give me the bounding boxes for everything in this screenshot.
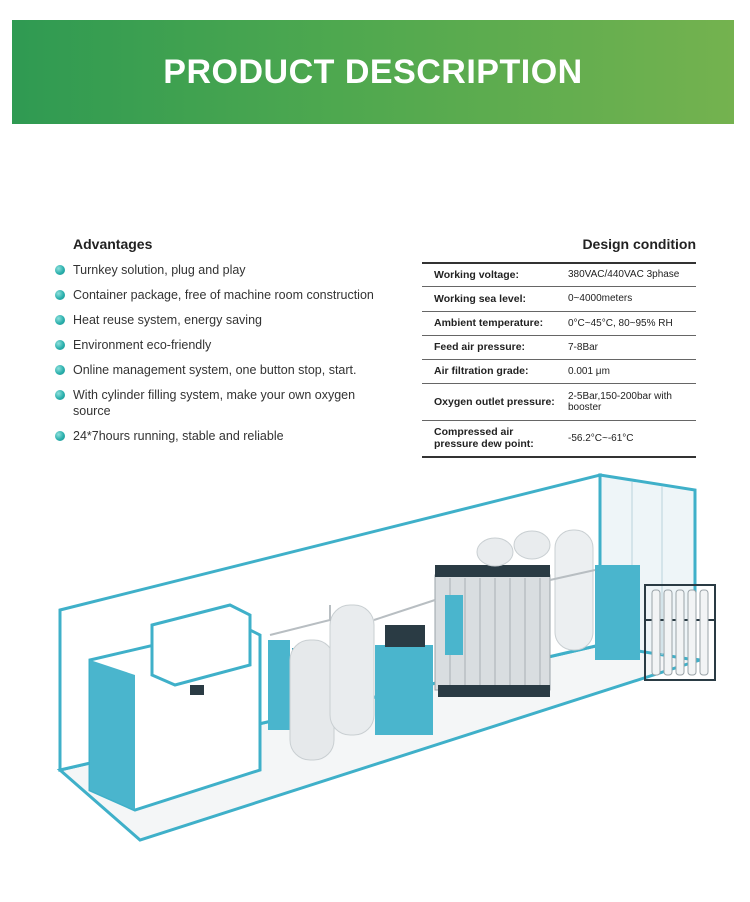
list-item: Heat reuse system, energy saving: [55, 312, 395, 328]
spec-value: 7-8Bar: [560, 335, 696, 360]
bullet-icon: [55, 431, 65, 441]
list-item: Turnkey solution, plug and play: [55, 262, 395, 278]
bullet-icon: [55, 340, 65, 350]
spec-key: Feed air pressure:: [422, 335, 560, 360]
bullet-icon: [55, 290, 65, 300]
spec-key: Air filtration grade:: [422, 359, 560, 384]
design-condition-title: Design condition: [582, 236, 696, 252]
spec-value: 0°C~45°C, 80~95% RH: [560, 311, 696, 336]
control-cabinet: [268, 640, 290, 730]
page-title: PRODUCT DESCRIPTION: [163, 52, 583, 91]
spec-value: 380VAC/440VAC 3phase: [560, 263, 696, 287]
list-item: Online management system, one button sto…: [55, 362, 395, 378]
table-row: Compressed air pressure dew point:-56.2°…: [422, 420, 696, 458]
list-item: With cylinder filling system, make your …: [55, 387, 395, 419]
table-row: Working voltage:380VAC/440VAC 3phase: [422, 263, 696, 287]
advantages-list: Turnkey solution, plug and play Containe…: [55, 262, 395, 444]
bullet-icon: [55, 315, 65, 325]
list-item: Environment eco-friendly: [55, 337, 395, 353]
container-oxygen-plant-illustration: [56, 473, 716, 842]
bullet-icon: [55, 265, 65, 275]
spec-value: -56.2°C~-61°C: [560, 420, 696, 458]
table-row: Ambient temperature:0°C~45°C, 80~95% RH: [422, 311, 696, 336]
oxygen-tank: [554, 529, 594, 651]
spec-key: Working sea level:: [422, 286, 560, 312]
spec-value: 2-5Bar,150-200bar with booster: [560, 383, 696, 421]
bullet-icon: [55, 390, 65, 400]
spec-key: Compressed air pressure dew point:: [422, 420, 560, 458]
design-condition-table: Working voltage:380VAC/440VAC 3phase Wor…: [422, 262, 696, 458]
table-row: Feed air pressure:7-8Bar: [422, 335, 696, 360]
booster-unit: [595, 565, 640, 660]
header-banner: PRODUCT DESCRIPTION: [12, 20, 734, 124]
compressor-top-unit: [150, 603, 252, 687]
air-tank: [289, 639, 335, 761]
air-dryer: [375, 645, 433, 735]
spec-key: Ambient temperature:: [422, 311, 560, 336]
skid-base: [438, 685, 550, 697]
list-item: 24*7hours running, stable and reliable: [55, 428, 395, 444]
list-item: Container package, free of machine room …: [55, 287, 395, 303]
spec-key: Oxygen outlet pressure:: [422, 383, 560, 421]
table-row: Working sea level:0~4000meters: [422, 286, 696, 312]
spec-key: Working voltage:: [422, 263, 560, 287]
oxygen-buffer-tank: [329, 604, 375, 736]
spec-value: 0.001 μm: [560, 359, 696, 384]
table-row: Oxygen outlet pressure:2-5Bar,150-200bar…: [422, 383, 696, 421]
table-row: Air filtration grade:0.001 μm: [422, 359, 696, 384]
spec-value: 0~4000meters: [560, 286, 696, 312]
advantages-title: Advantages: [73, 236, 153, 252]
bullet-icon: [55, 365, 65, 375]
